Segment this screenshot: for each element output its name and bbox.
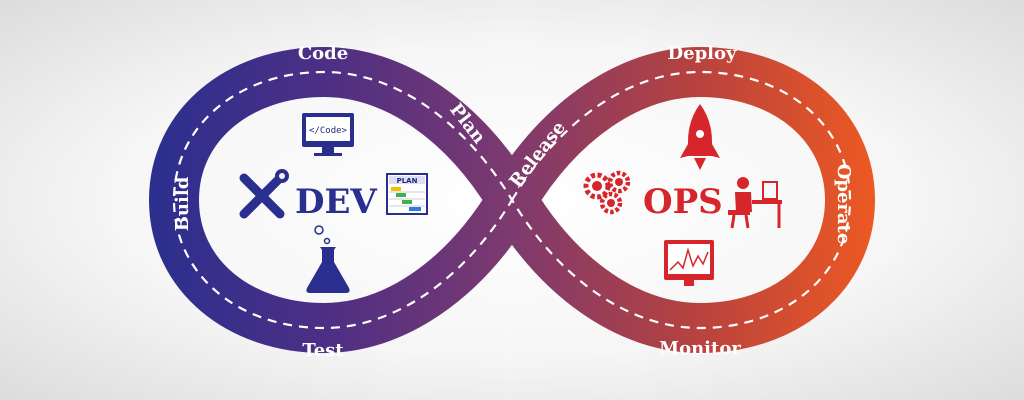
stage-label-monitor: Monitor <box>659 338 741 359</box>
dev-label: DEV <box>295 182 377 222</box>
operator-desk-icon <box>728 177 782 229</box>
code-screen-text: </Code> <box>309 126 348 136</box>
stage-label-operate: Operate <box>833 164 854 245</box>
tools-icon <box>239 169 289 219</box>
ops-label: OPS <box>643 182 723 222</box>
rocket-icon <box>680 104 720 170</box>
plan-board-icon: PLAN <box>386 173 428 215</box>
stage-label-code: Code <box>298 43 348 64</box>
infinity-dashed-line <box>172 70 852 330</box>
monitor-graph-icon <box>664 240 714 286</box>
monitor-code-icon: </Code> <box>302 113 354 156</box>
gears-icon <box>583 170 631 215</box>
stage-label-build: Build <box>172 176 193 231</box>
stage-label-deploy: Deploy <box>668 43 737 64</box>
plan-board-text: PLAN <box>397 177 418 185</box>
stage-label-test: Test <box>302 340 344 361</box>
flask-icon <box>306 225 350 293</box>
